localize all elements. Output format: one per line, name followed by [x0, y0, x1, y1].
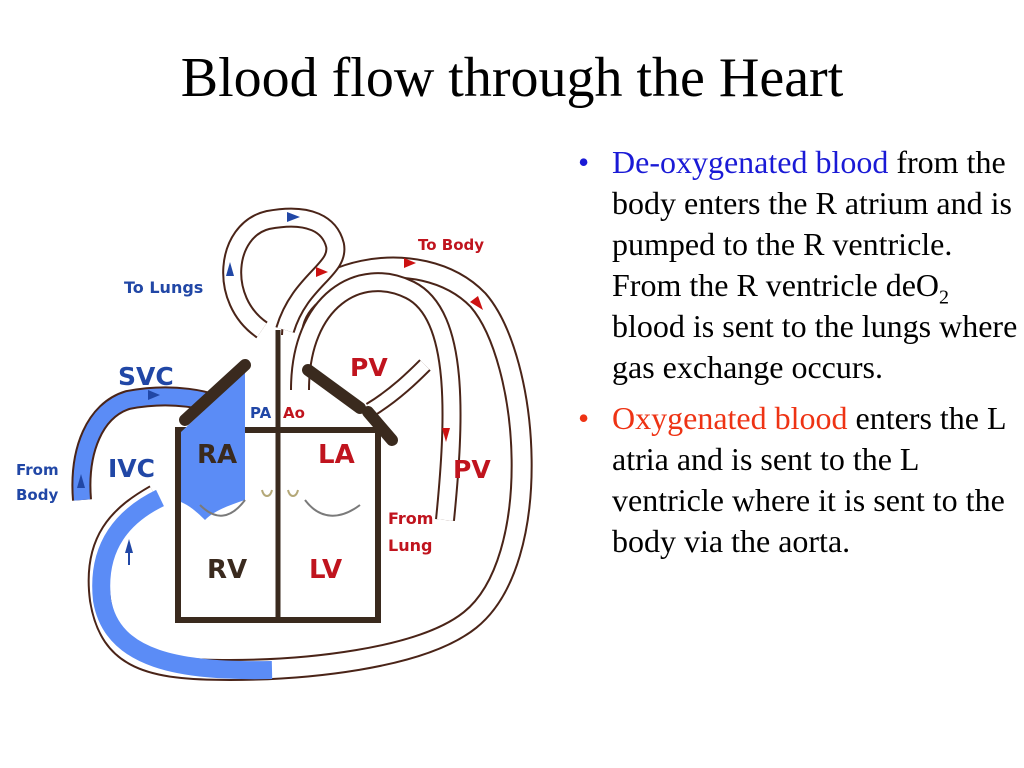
bullet-item-deoxygenated: • De-oxygenated blood from the body ente…: [578, 142, 1018, 388]
label-pa: PA: [250, 404, 272, 422]
label-ivc: IVC: [108, 454, 155, 483]
label-lv: LV: [309, 555, 342, 585]
arrow-to-body-3: [470, 296, 483, 310]
bullet-dot: •: [578, 400, 590, 436]
ra-chamber: [181, 372, 245, 520]
arrow-from-body: [77, 474, 85, 488]
ivc-blue-segment: [92, 489, 273, 680]
label-from-lung-2: Lung: [388, 536, 432, 555]
label-la: LA: [318, 440, 355, 470]
label-to-lungs: To Lungs: [124, 278, 203, 297]
arrow-to-lungs: [226, 262, 234, 276]
bullet-item-oxygenated: • Oxygenated blood enters the L atria an…: [578, 398, 1018, 562]
bullet-text-2: enters the L atria and is sent to the L …: [612, 400, 1006, 559]
oxygenated-highlight: Oxygenated blood: [612, 400, 848, 436]
label-pv-right: PV: [453, 455, 491, 484]
bullet-text-1b: blood is sent to the lungs where gas exc…: [612, 308, 1018, 385]
heart-diagram: To Lungs To Body SVC IVC From Body RA LA…: [0, 195, 540, 695]
subscript-2: 2: [939, 286, 950, 309]
deoxygenated-highlight: De-oxygenated blood: [612, 144, 889, 180]
bullet-dot: •: [578, 144, 590, 180]
label-pv-top: PV: [350, 353, 388, 382]
label-from-body-1: From: [16, 461, 59, 479]
label-svc: SVC: [118, 362, 174, 391]
arrow-pa-top: [287, 212, 300, 222]
label-rv: RV: [207, 555, 247, 585]
arrow-pv-down: [442, 428, 450, 442]
arrow-to-body-1: [316, 267, 328, 277]
arrow-ivc: [125, 539, 133, 553]
label-to-body: To Body: [418, 236, 484, 254]
label-ao: Ao: [283, 404, 305, 422]
label-from-lung-1: From: [388, 509, 433, 528]
slide-title: Blood flow through the Heart: [180, 47, 844, 109]
label-ra: RA: [197, 440, 237, 470]
bullet-list: • De-oxygenated blood from the body ente…: [578, 142, 1018, 572]
arrow-svc: [148, 390, 160, 400]
arrow-to-body-2: [404, 258, 416, 268]
bullet-text-1a: from the body enters the R atrium and is…: [612, 144, 1012, 303]
label-from-body-2: Body: [16, 486, 58, 504]
